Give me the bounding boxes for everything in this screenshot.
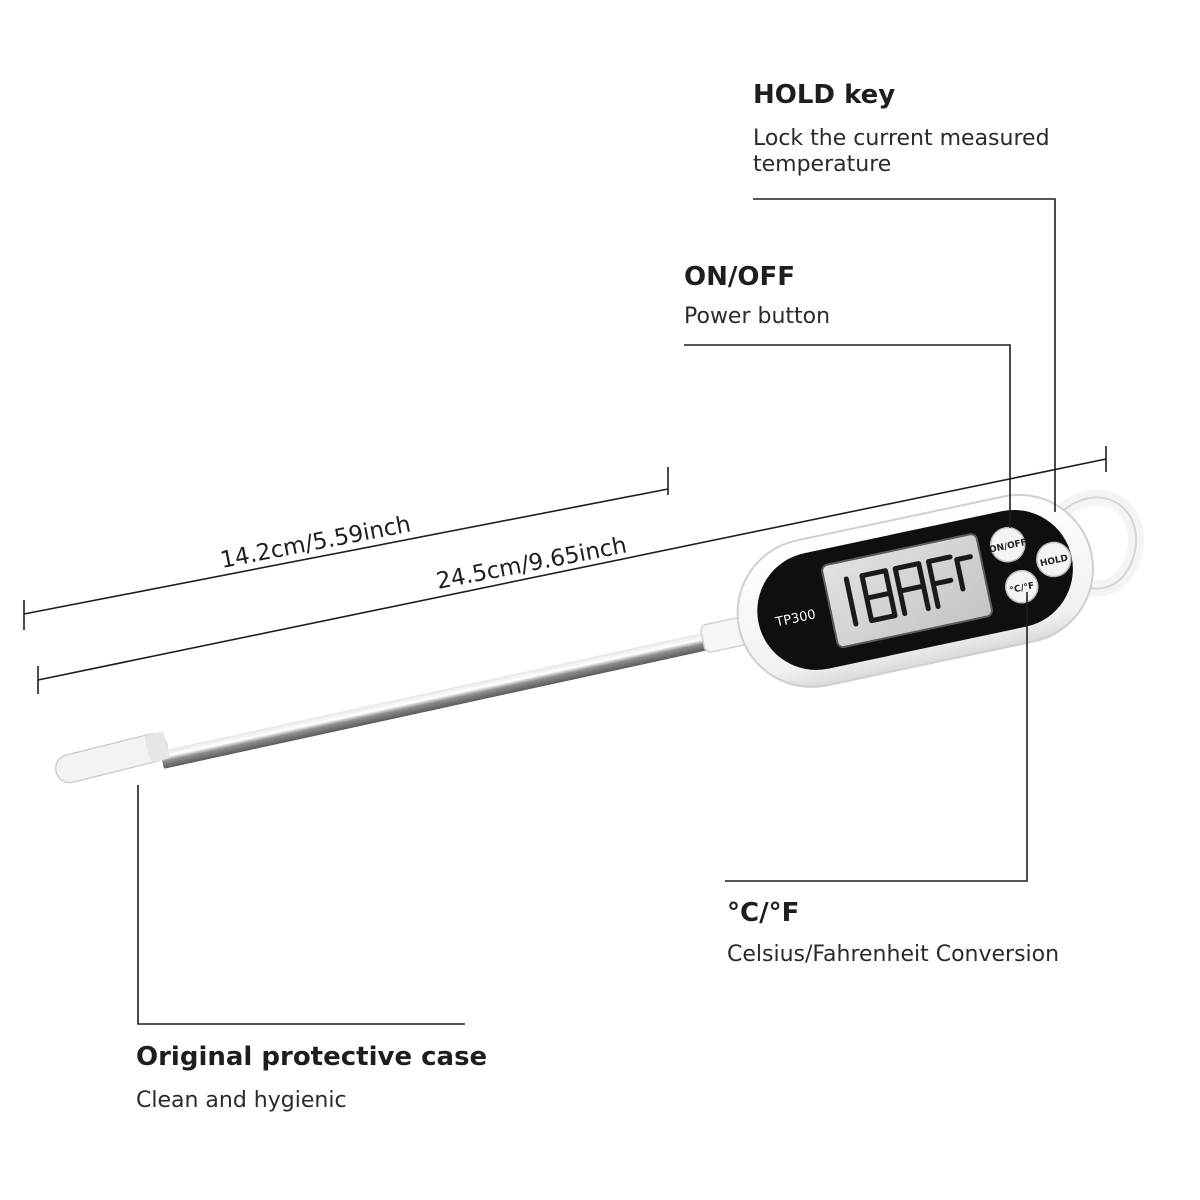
unit-description: Celsius/Fahrenheit Conversion <box>727 942 1060 967</box>
unit-callout: °C/°F Celsius/Fahrenheit Conversion <box>727 898 1147 968</box>
leader-lines <box>137 198 1056 1025</box>
unit-leader <box>725 592 1028 882</box>
onoff-title: ON/OFF <box>684 262 795 292</box>
case-callout: Original protective case Clean and hygie… <box>136 1042 556 1114</box>
hold-callout: HOLD key Lock the current measured tempe… <box>753 80 1133 178</box>
case-description: Clean and hygienic <box>136 1088 347 1113</box>
probe-length-label: 14.2cm/5.59inch <box>218 511 413 573</box>
onoff-callout: ON/OFF Power button <box>684 262 1004 330</box>
protective-case <box>54 731 170 784</box>
onoff-leader <box>684 344 1011 528</box>
hold-description: Lock the current measured temperature <box>753 126 1050 177</box>
thermometer-body: TP300 ON/OFF HOLD <box>736 489 1144 688</box>
hold-button[interactable]: HOLD <box>1034 539 1074 579</box>
unit-title: °C/°F <box>727 898 800 928</box>
unit-button[interactable]: °C/°F <box>1003 568 1041 606</box>
probe <box>54 614 760 784</box>
hold-title: HOLD key <box>753 80 896 110</box>
on-off-button[interactable]: ON/OFF <box>985 524 1030 565</box>
onoff-description: Power button <box>684 304 831 329</box>
lcd-digits <box>843 554 973 627</box>
case-title: Original protective case <box>136 1042 488 1072</box>
case-leader <box>137 785 465 1025</box>
hold-leader <box>753 198 1056 512</box>
